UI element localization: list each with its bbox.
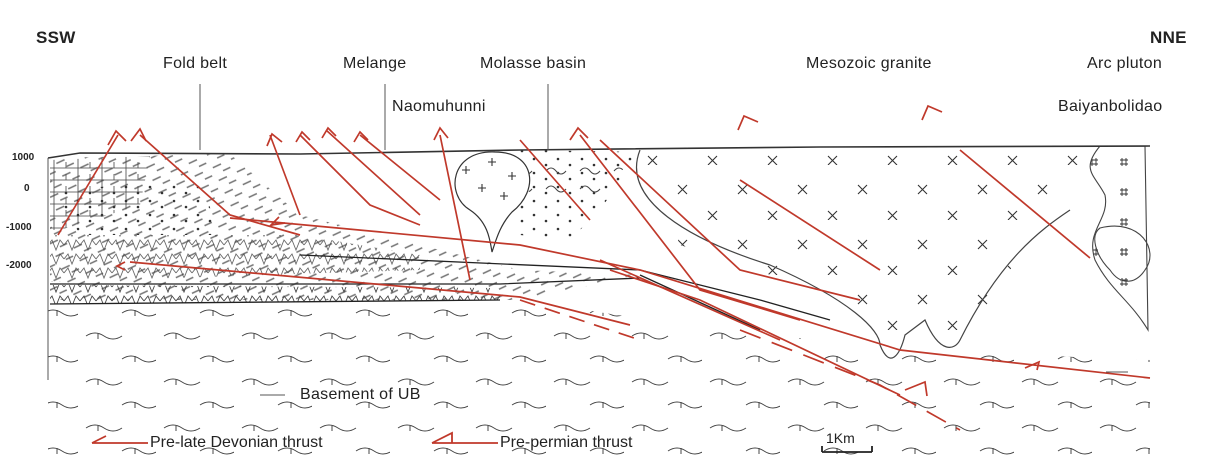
arc-pluton-label: Arc pluton (1087, 55, 1162, 73)
elevation-tick-0: 0 (24, 183, 30, 194)
elevation-tick-minus-2000: -2000 (6, 260, 32, 271)
direction-left-label: SSW (36, 28, 76, 48)
mesozoic-granite-label: Mesozoic granite (806, 55, 932, 73)
melange-label: Melange (343, 55, 406, 73)
molasse-basin-label: Molasse basin (480, 55, 586, 73)
mesozoic-granite-area (640, 146, 1100, 345)
legend-devonian-thrust: Pre-late Devonian thrust (150, 434, 323, 452)
baiyanbolidao-label: Baiyanbolidao (1058, 98, 1162, 116)
elevation-tick-minus-1000: -1000 (6, 222, 32, 233)
basement-label: Basement of UB (300, 386, 421, 404)
fold-belt-label: Fold belt (163, 55, 227, 73)
elevation-tick-1000: 1000 (12, 152, 34, 163)
direction-right-label: NNE (1150, 28, 1187, 48)
scale-bar-label: 1Km (826, 430, 855, 446)
naomuhunni-label: Naomuhunni (392, 98, 486, 116)
legend-permian-thrust: Pre-permian thrust (500, 434, 633, 452)
